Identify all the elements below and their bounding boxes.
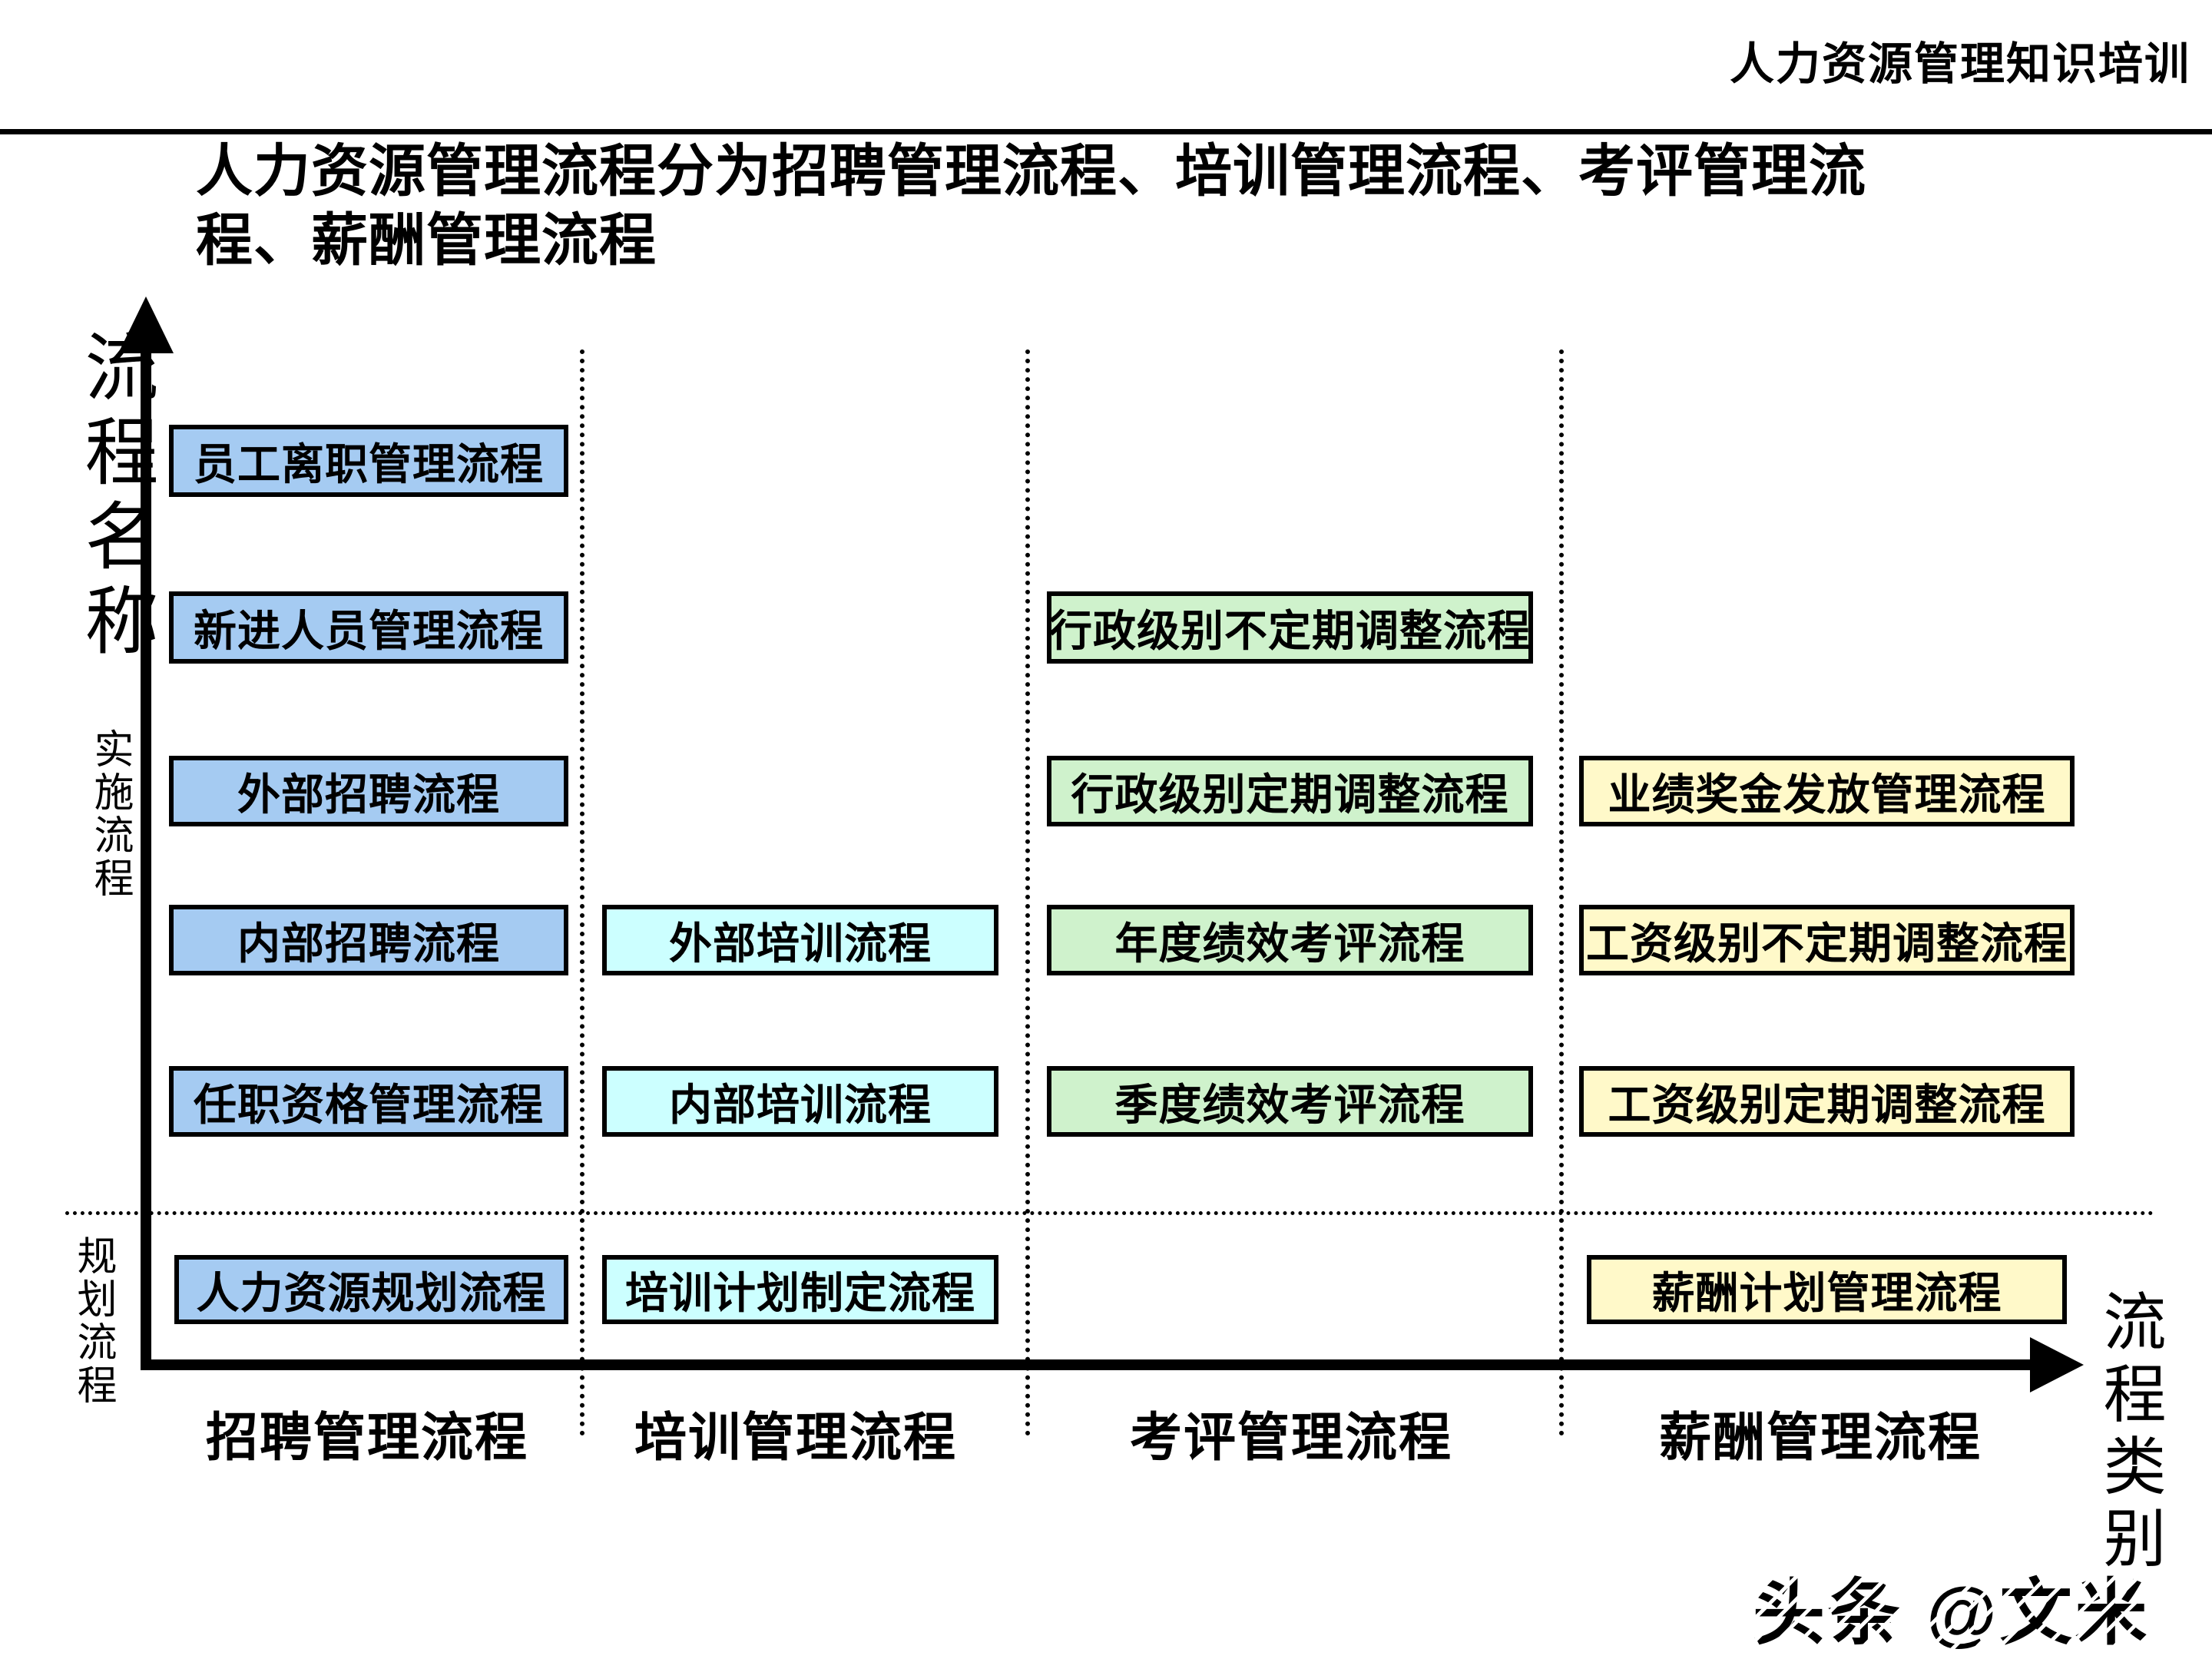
process-box-quarterly-appraisal: 季度绩效考评流程 — [1047, 1066, 1533, 1137]
process-box-admin-level-irregular: 行政级别不定期调整流程 — [1047, 591, 1533, 664]
process-box-admin-level-regular: 行政级别定期调整流程 — [1047, 756, 1533, 826]
process-box-new-employee: 新进人员管理流程 — [169, 591, 568, 664]
column-separator-3 — [1559, 349, 1564, 1436]
process-box-external-training: 外部培训流程 — [602, 905, 998, 975]
x-axis-title: 流程类别 — [2094, 1289, 2164, 1578]
slide-title-line1: 人力资源管理流程分为招聘管理流程、培训管理流程、考评管理流 — [196, 139, 1866, 203]
process-box-employee-exit: 员工离职管理流程 — [169, 425, 568, 497]
process-box-compensation-plan: 薪酬计划管理流程 — [1587, 1255, 2067, 1324]
category-label-evaluation: 考评管理流程 — [1129, 1409, 1452, 1467]
process-box-annual-appraisal: 年度绩效考评流程 — [1047, 905, 1533, 975]
process-box-internal-recruit: 内部招聘流程 — [169, 905, 568, 975]
process-box-external-recruit: 外部招聘流程 — [169, 756, 568, 826]
process-box-salary-level-regular: 工资级别定期调整流程 — [1579, 1066, 2075, 1137]
y-axis-title: 流程名称 — [74, 329, 156, 667]
process-box-qualification: 任职资格管理流程 — [169, 1066, 568, 1137]
column-separator-2 — [1025, 349, 1030, 1436]
x-axis-line — [141, 1359, 2032, 1370]
header-divider — [0, 129, 2212, 134]
section-separator — [65, 1211, 2154, 1215]
page-header-title: 人力资源管理知识培训 — [1729, 39, 2190, 89]
x-axis-arrowhead-icon — [2030, 1337, 2084, 1392]
watermark: 头条 @文米先生 — [1753, 1555, 2212, 1659]
category-label-compensation: 薪酬管理流程 — [1658, 1409, 1982, 1467]
slide-title: 人力资源管理流程分为招聘管理流程、培训管理流程、考评管理流 程、薪酬管理流程 — [196, 137, 2008, 276]
y-axis-line — [141, 347, 151, 1370]
category-label-recruitment: 招聘管理流程 — [205, 1409, 528, 1467]
section-label-planning: 规划流程 — [71, 1235, 114, 1407]
y-axis-arrowhead-icon — [118, 296, 174, 353]
column-separator-1 — [580, 349, 584, 1436]
section-label-implementation: 实施流程 — [88, 728, 131, 900]
process-box-training-plan: 培训计划制定流程 — [602, 1255, 998, 1324]
process-box-salary-level-irregular: 工资级别不定期调整流程 — [1579, 905, 2075, 975]
slide-title-line2: 程、薪酬管理流程 — [196, 208, 657, 273]
process-box-bonus-payment: 业绩奖金发放管理流程 — [1579, 756, 2075, 826]
category-label-training: 培训管理流程 — [634, 1409, 957, 1467]
process-box-hr-planning: 人力资源规划流程 — [174, 1255, 568, 1324]
process-box-internal-training: 内部培训流程 — [602, 1066, 998, 1137]
